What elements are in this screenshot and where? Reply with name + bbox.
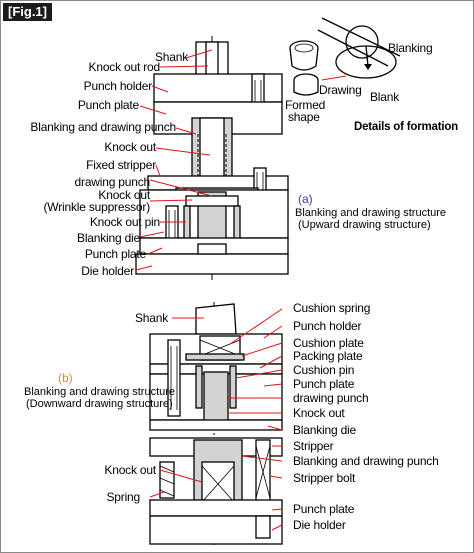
label-cushion-spring: Cushion spring bbox=[293, 301, 371, 315]
label-fixed-stripper: Fixed stripper bbox=[86, 158, 156, 172]
label-knock-out-wrinkle-1: Knock out bbox=[98, 188, 150, 202]
label-spring: Spring bbox=[106, 490, 141, 504]
label-punch-plate-lower-top: Punch plate bbox=[84, 247, 146, 261]
label-stripper-bolt: Stripper bolt bbox=[293, 471, 356, 485]
top-die-assembly bbox=[135, 36, 289, 280]
bottom-die-assembly bbox=[149, 302, 283, 545]
top-knock-out bbox=[199, 117, 225, 183]
formed-cup-body bbox=[289, 47, 319, 71]
label-stripper: Stripper bbox=[293, 439, 334, 453]
label-blanking: Blanking bbox=[388, 41, 433, 55]
label-knock-out-left: Knock out bbox=[104, 463, 156, 477]
label-punch-plate-bottom: Punch plate bbox=[293, 377, 355, 391]
label-blank: Blank bbox=[370, 90, 400, 104]
blank-strip-edge-1 bbox=[321, 17, 401, 57]
bottom-shank bbox=[195, 303, 237, 335]
label-knock-out-pin: Knock out pin bbox=[89, 215, 160, 229]
caption-b-line2: (Downward drawing structure) bbox=[26, 398, 173, 410]
top-wrinkle-suppressor bbox=[185, 195, 239, 207]
label-drawing-punch-bottom: drawing punch bbox=[293, 391, 369, 405]
label-punch-plate-lower-bottom: Punch plate bbox=[293, 502, 355, 516]
label-knock-out-wrinkle-2: (Wrinkle suppressor) bbox=[43, 200, 151, 214]
bottom-punch-plate-lower bbox=[149, 499, 283, 517]
label-cushion-plate: Cushion plate bbox=[293, 336, 364, 350]
caption-a-line2: (Upward drawing structure) bbox=[298, 219, 431, 231]
figure-tag: [Fig.1] bbox=[3, 3, 52, 21]
label-shank-bottom: Shank bbox=[134, 311, 168, 325]
blank-strip-edge-2 bbox=[317, 29, 389, 67]
down-arrow bbox=[364, 64, 372, 70]
caption-a-line1: Blanking and drawing structure bbox=[295, 207, 447, 219]
label-drawing-punch-top: drawing punch bbox=[74, 175, 151, 189]
formation-detail bbox=[289, 17, 401, 96]
top-die-holder bbox=[135, 253, 289, 275]
bottom-drawing-punch bbox=[203, 371, 229, 425]
label-punch-plate-top: Punch plate bbox=[77, 98, 139, 112]
bottom-leaders bbox=[149, 308, 283, 531]
label-punch-holder-top: Punch holder bbox=[83, 79, 153, 93]
label-packing-plate: Packing plate bbox=[293, 349, 363, 363]
top-leaders bbox=[135, 49, 213, 271]
label-blanking-drawing-punch-top: Blanking and drawing punch bbox=[30, 120, 176, 134]
tag-b: (b) bbox=[58, 371, 73, 385]
bottom-die-plate bbox=[149, 419, 283, 431]
label-drawing: Drawing bbox=[319, 83, 362, 97]
label-blanking-die-top: Blanking die bbox=[77, 231, 140, 245]
label-formed-shape-2: shape bbox=[288, 110, 320, 124]
label-die-holder-top: Die holder bbox=[81, 264, 134, 278]
label-formed-shape-1: Formed bbox=[285, 98, 326, 112]
drawn-blank-body bbox=[293, 80, 319, 96]
label-knock-out-rod: Knock out rod bbox=[88, 60, 161, 74]
bottom-cushion-plate bbox=[185, 353, 245, 361]
label-cushion-pin: Cushion pin bbox=[293, 363, 355, 377]
label-shank-top: Shank bbox=[154, 50, 188, 64]
bottom-cushion-pin-left bbox=[195, 365, 203, 409]
bottom-cushion-pin-right bbox=[229, 365, 237, 409]
formation-title: Details of formation bbox=[354, 121, 458, 133]
label-blanking-die-bottom: Blanking die bbox=[293, 423, 356, 437]
label-punch-holder-bottom: Punch holder bbox=[293, 319, 362, 333]
blanking-hole bbox=[345, 25, 379, 59]
caption-b-line1: Blanking and drawing structure bbox=[24, 386, 176, 398]
label-knock-out-bottom: Knock out bbox=[293, 406, 345, 420]
label-blanking-drawing-punch-bottom: Blanking and drawing punch bbox=[293, 454, 439, 468]
label-die-holder-bottom: Die holder bbox=[293, 518, 346, 532]
tag-a: (a) bbox=[298, 192, 313, 206]
label-knock-out-top: Knock out bbox=[104, 140, 156, 154]
